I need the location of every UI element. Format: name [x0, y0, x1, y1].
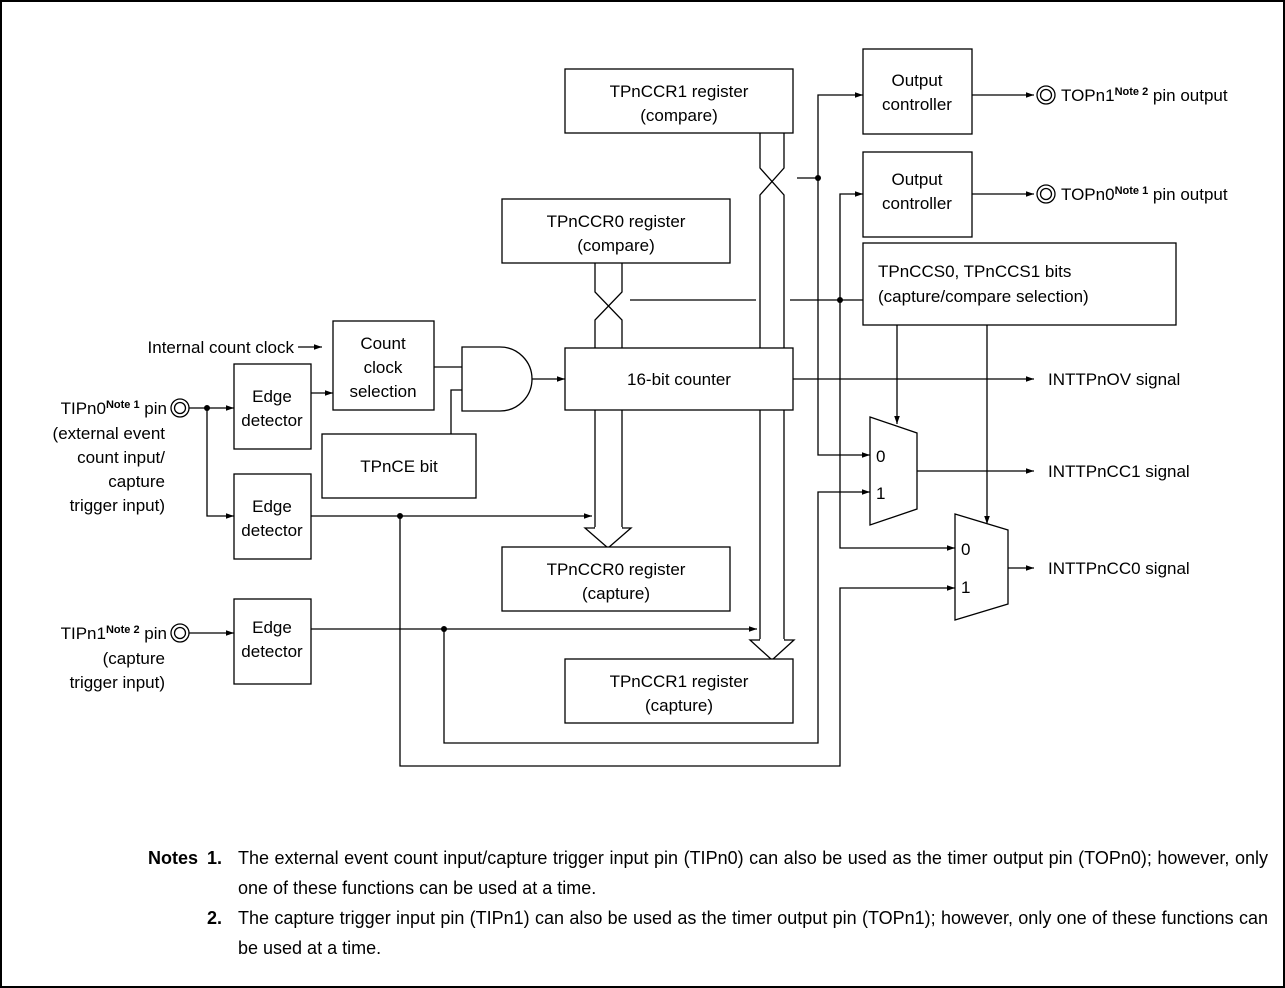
edge-detector-3: [233, 598, 312, 685]
tipn0-desc-2: count input/: [77, 448, 165, 467]
edge1-line2: detector: [241, 411, 303, 430]
note-2: 2. The capture trigger input pin (TIPn1)…: [148, 903, 1268, 963]
topn0-name: TOPn0: [1061, 185, 1115, 204]
note-1-text: The external event count input/capture t…: [238, 848, 1268, 898]
counter-label: 16-bit counter: [627, 370, 731, 389]
count-clock-line3: selection: [349, 382, 416, 401]
tipn0-desc-4: trigger input): [70, 496, 165, 515]
tipn0-pin-word: pin: [140, 399, 167, 418]
tipn0-desc-3: capture: [108, 472, 165, 491]
edge2-line1: Edge: [252, 497, 292, 516]
count-clock-line1: Count: [360, 334, 406, 353]
tipn1-name: TIPn1: [61, 624, 106, 643]
ccs-bits-line2: (capture/compare selection): [878, 287, 1089, 306]
pin-topn0-icon: [1036, 184, 1056, 204]
output-controller-1-line2: controller: [882, 95, 952, 114]
tipn0-label: TIPn0Note 1 pin: [61, 399, 167, 418]
note-2-text: The capture trigger input pin (TIPn1) ca…: [238, 908, 1268, 958]
ccr1-compare-block: [564, 68, 794, 134]
ccr0-compare-line2: (compare): [577, 236, 654, 255]
ccs-bits-line1: TPnCCS0, TPnCCS1 bits: [878, 262, 1071, 281]
topn0-suffix: pin output: [1148, 185, 1228, 204]
note-1: Notes 1. The external event count input/…: [148, 843, 1268, 903]
signal-lines: [189, 92, 1034, 767]
mux-cc1-in0: 0: [876, 447, 885, 466]
mux-cc1-in1: 1: [876, 484, 885, 503]
tipn0-note: Note 1: [106, 399, 140, 411]
internal-clock-label: Internal count clock: [148, 338, 295, 357]
topn1-suffix: pin output: [1148, 86, 1228, 105]
notes-heading: Notes: [148, 848, 199, 868]
edge-detector-2: [233, 473, 312, 560]
topn1-note: Note 2: [1115, 86, 1149, 98]
output-controller-0-line1: Output: [891, 170, 942, 189]
intcc1-label: INTTPnCC1 signal: [1048, 462, 1190, 481]
intovf-label: INTTPnOV signal: [1048, 370, 1180, 389]
tipn0-name: TIPn0: [61, 399, 106, 418]
bus-ccr0: [583, 262, 633, 549]
tipn1-desc-2: trigger input): [70, 673, 165, 692]
tipn0-desc-1: (external event: [53, 424, 166, 443]
topn0-note: Note 1: [1115, 185, 1149, 197]
count-clock-line2: clock: [364, 358, 403, 377]
ccr0-compare-block: [501, 198, 731, 264]
output-controller-0-line2: controller: [882, 194, 952, 213]
output-controller-1-line1: Output: [891, 71, 942, 90]
ccr1-compare-line1: TPnCCR1 register: [610, 82, 749, 101]
count-clock-selection-block: [332, 320, 435, 411]
pin-tipn0-icon: [170, 398, 190, 418]
topn1-name: TOPn1: [1061, 86, 1115, 105]
mux-cc0: [954, 513, 1009, 621]
output-controller-0: [862, 151, 973, 238]
ccr0-capture-line2: (capture): [582, 584, 650, 603]
mux-cc0-in0: 0: [961, 540, 970, 559]
intcc0-label: INTTPnCC0 signal: [1048, 559, 1190, 578]
ccr0-capture-line1: TPnCCR0 register: [547, 560, 686, 579]
ccr1-capture-line1: TPnCCR1 register: [610, 672, 749, 691]
notes-section: Notes 1. The external event count input/…: [148, 843, 1268, 963]
ccs-bits-block: [862, 242, 1177, 326]
junction-dots: [204, 175, 843, 632]
tipn1-label: TIPn1Note 2 pin: [61, 624, 167, 643]
tpnce-label: TPnCE bit: [360, 457, 438, 476]
mux-cc1: [869, 416, 918, 526]
mux-cc0-in1: 1: [961, 578, 970, 597]
pin-topn1-icon: [1036, 85, 1056, 105]
edge-detector-1: [233, 363, 312, 450]
edge2-line2: detector: [241, 521, 303, 540]
edge3-line1: Edge: [252, 618, 292, 637]
tipn1-note: Note 2: [106, 624, 140, 636]
topn1-label: TOPn1Note 2 pin output: [1061, 86, 1228, 105]
ccr1-capture-line2: (capture): [645, 696, 713, 715]
tipn1-pin-word: pin: [140, 624, 167, 643]
ccr1-compare-line2: (compare): [640, 106, 717, 125]
note-1-number: 1.: [207, 848, 223, 868]
tpnce-block: [321, 433, 477, 499]
edge3-line2: detector: [241, 642, 303, 661]
edge1-line1: Edge: [252, 387, 292, 406]
ccr0-capture-block: [501, 546, 731, 612]
and-gate: [461, 346, 533, 412]
note-2-number: 2.: [207, 908, 223, 928]
counter-block: [564, 347, 794, 411]
tipn1-desc-1: (capture: [103, 649, 165, 668]
bus-ccr1: [748, 133, 796, 661]
output-controller-1: [862, 48, 973, 135]
topn0-label: TOPn0Note 1 pin output: [1061, 185, 1228, 204]
ccr0-compare-line1: TPnCCR0 register: [547, 212, 686, 231]
pin-tipn1-icon: [170, 623, 190, 643]
ccr1-capture-block: [564, 658, 794, 724]
